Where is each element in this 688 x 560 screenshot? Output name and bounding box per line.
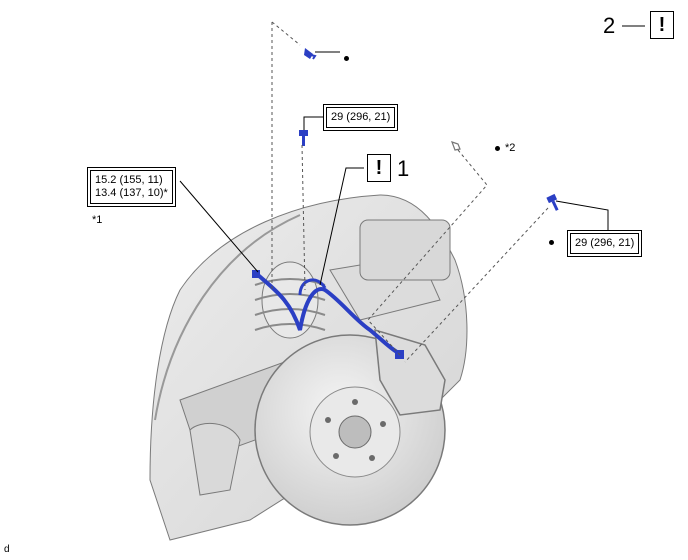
clip-icon [304, 48, 317, 60]
leader-lines [179, 25, 645, 286]
wheel-stud-hole [369, 455, 375, 461]
wheel-stud-hole [380, 421, 386, 427]
mark-dot [495, 146, 500, 151]
caution-icon: ! [367, 154, 391, 182]
bolt-icon [299, 130, 308, 146]
mark-dot [344, 56, 349, 61]
fender-edge [154, 214, 301, 421]
knuckle [189, 422, 241, 496]
mark-dot [549, 240, 554, 245]
torque-callout-top: 29 (296, 21) [323, 104, 399, 131]
subframe [359, 219, 451, 281]
torque-value: 29 (296, 21) [326, 107, 396, 128]
bracket-icon [252, 270, 260, 278]
torque-callout-left: 15.2 (155, 11) 13.4 (137, 10)* [87, 167, 176, 207]
wheel-stud-hole [325, 417, 331, 423]
torque-value-alt: 13.4 (137, 10)* [95, 187, 168, 199]
clip-icon [450, 141, 461, 151]
caution-icon: ! [650, 11, 674, 39]
hose-loop [298, 278, 327, 296]
bolt-icon [546, 193, 559, 211]
wheel-stud-hole [333, 453, 339, 459]
torque-value: 29 (296, 21) [570, 233, 640, 254]
note-star2: *2 [505, 142, 516, 154]
torque-value: 15.2 (155, 11) [95, 174, 163, 186]
illustration-code: d [4, 544, 10, 555]
step-number-2: 2 [603, 13, 616, 38]
torque-callout-right: 29 (296, 21) [567, 230, 643, 257]
flexible-brake-hose [256, 273, 404, 357]
wheel-stud-hole [352, 399, 358, 405]
note-star1: *1 [92, 214, 103, 226]
step-number-1: 1 [397, 156, 410, 181]
hub-bore [338, 415, 372, 449]
coil-spring [254, 278, 326, 331]
assembly-guide-lines [271, 21, 549, 363]
